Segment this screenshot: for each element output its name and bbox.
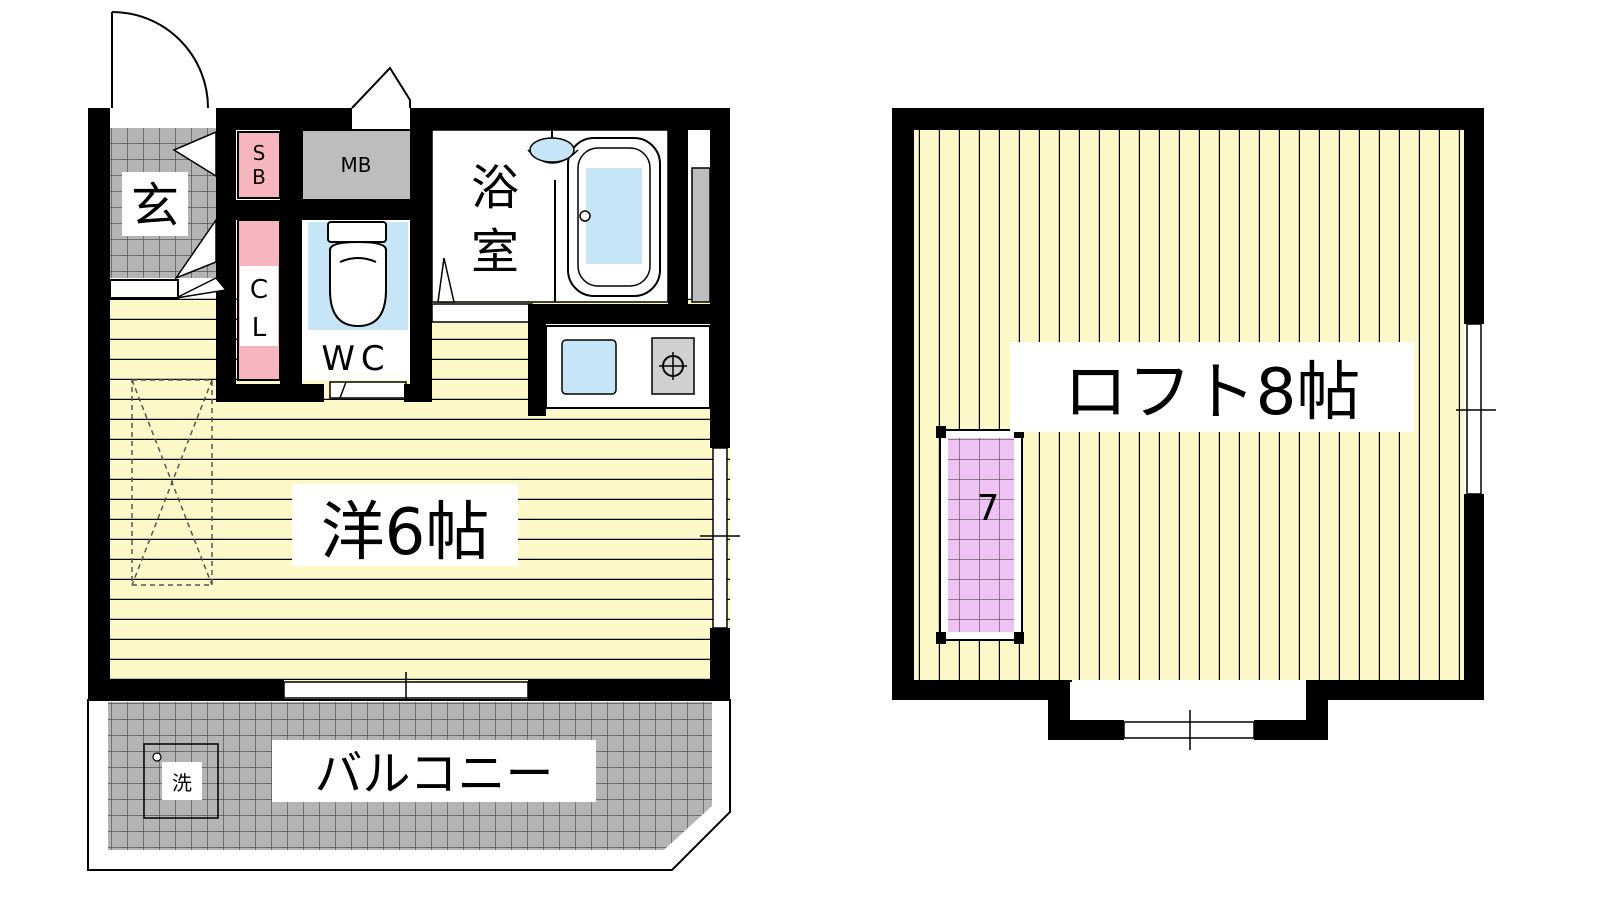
balcony-label-bg [272, 740, 596, 802]
storage-dashed [131, 379, 213, 586]
main-windows [283, 447, 740, 708]
washer-space [143, 743, 219, 819]
loft-label: ロフト8帖 [1064, 356, 1361, 430]
bath-door-swing [437, 257, 455, 303]
shoe-box [237, 131, 281, 199]
toilet-door-swing [339, 381, 347, 399]
washer-label-bg [162, 762, 202, 800]
ladder [936, 426, 1024, 644]
entrance-door [111, 11, 209, 109]
bathroom-label-bg [462, 152, 528, 280]
bathtub-icon [567, 137, 661, 297]
toilet-icon [327, 221, 387, 328]
closet-label-c: C [250, 275, 268, 305]
toilet-label: WC [321, 339, 390, 379]
loft-floor: 7 ロフト8帖 [892, 108, 1496, 750]
washer-label: 洗 [172, 771, 192, 795]
shoe-box-label-b: B [252, 165, 266, 189]
washbasin-icon [527, 130, 579, 164]
loft-alcove-floor [1070, 682, 1306, 720]
loft-label-bg [1010, 342, 1414, 432]
western-room-label: 洋6帖 [321, 496, 490, 570]
western-room-label-bg [292, 484, 518, 566]
shoe-box-label-s: S [253, 141, 266, 165]
bathroom-label-1: 浴 [471, 160, 519, 216]
closet-label-bg [240, 266, 278, 346]
genkan-step [109, 279, 179, 299]
loft-windows [1123, 323, 1496, 750]
genkan-label-bg [122, 172, 188, 236]
bath-window [691, 167, 711, 303]
meter-box-label: MB [341, 153, 372, 177]
closet-label-l: L [252, 313, 267, 343]
ladder-arrow-label: 7 [977, 488, 1000, 529]
toilet-label-bg [306, 332, 406, 380]
stove-icon [651, 337, 695, 395]
loft-walls [892, 108, 1484, 740]
walls [88, 108, 730, 700]
closet-doors [172, 130, 228, 299]
balcony-label: バルコニー [314, 746, 553, 802]
drain-icon [152, 752, 162, 762]
bath-threshold [431, 303, 533, 323]
main-floor: 玄 S B MB C L WC 浴 室 洋6帖 バルコニー 洗 [87, 11, 740, 871]
bathroom-label-2: 室 [471, 224, 519, 280]
kitchen-sink-icon [561, 339, 617, 395]
genkan-label: 玄 [131, 178, 179, 234]
meter-box-door [351, 66, 411, 109]
